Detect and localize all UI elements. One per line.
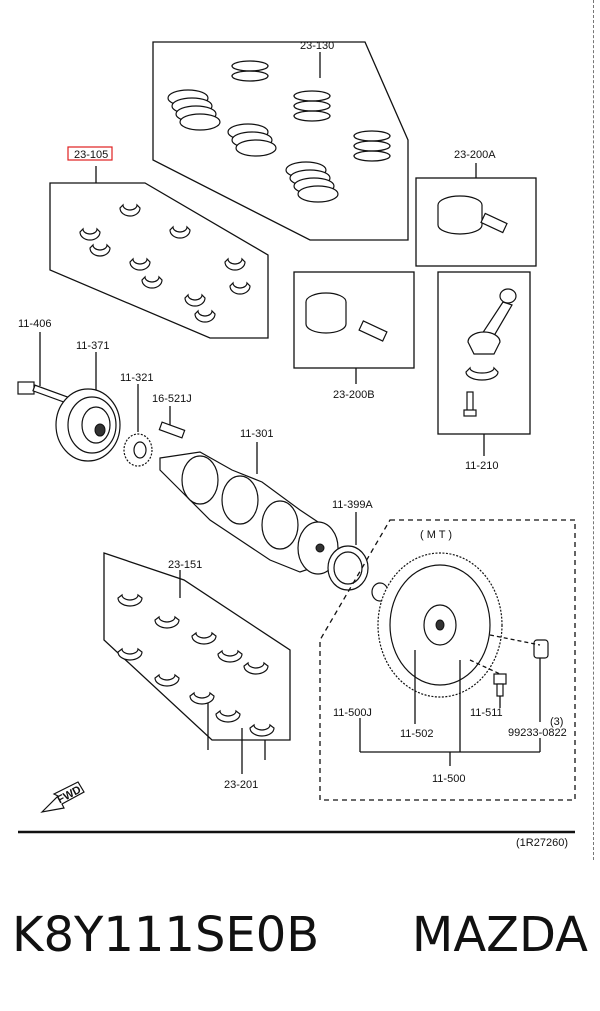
parts-diagram: 23-130 23-105 23-200A 23-200B 11-406 11-…	[17, 40, 576, 849]
label-23-200b: 23-200B	[333, 389, 375, 401]
label-23-105: 23-105	[74, 149, 108, 161]
label-99233-0822: 99233-0822	[508, 727, 567, 739]
piston-ring-stack	[167, 60, 391, 203]
label-11-321: 11-321	[120, 372, 153, 384]
label-23-200a: 23-200A	[454, 149, 496, 161]
label-11-511: 11-511	[470, 707, 503, 719]
label-11-371: 11-371	[76, 340, 109, 352]
part-number: K8Y111SE0B	[12, 907, 320, 963]
bearing-shells	[79, 203, 251, 323]
label-23-130: 23-130	[300, 40, 334, 52]
caption-bar: K8Y111SE0B MAZDA	[0, 895, 600, 975]
label-11-502: 11-502	[400, 728, 433, 740]
fwd-arrow-icon	[40, 781, 85, 813]
label-reference: (1R27260)	[516, 837, 568, 849]
label-23-201: 23-201	[224, 779, 258, 791]
brand-name: MAZDA	[411, 907, 588, 963]
scan-edge	[593, 0, 600, 860]
label-11-301: 11-301	[240, 428, 273, 440]
label-mt: ( M T )	[420, 529, 452, 541]
label-11-399a: 11-399A	[332, 499, 373, 511]
label-11-500j: 11-500J	[333, 707, 372, 719]
thrust-bearing-group	[103, 552, 291, 774]
label-fwd: FWD	[55, 784, 83, 806]
label-11-406: 11-406	[18, 318, 51, 330]
crankshaft-pulley-group	[17, 332, 389, 602]
connecting-rod-group	[437, 271, 531, 456]
main-bearing-group	[49, 146, 269, 339]
flywheel-group	[319, 519, 576, 801]
label-qty-3: (3)	[550, 716, 563, 728]
highlight-box	[67, 146, 113, 161]
piston-ring-set-group	[152, 41, 409, 241]
label-23-151: 23-151	[168, 559, 202, 571]
label-11-210: 11-210	[465, 460, 498, 472]
label-11-500: 11-500	[432, 773, 465, 785]
piston-assembly-b-group	[293, 271, 415, 384]
piston-assembly-a-group	[415, 163, 537, 267]
label-16-521j: 16-521J	[152, 393, 192, 405]
